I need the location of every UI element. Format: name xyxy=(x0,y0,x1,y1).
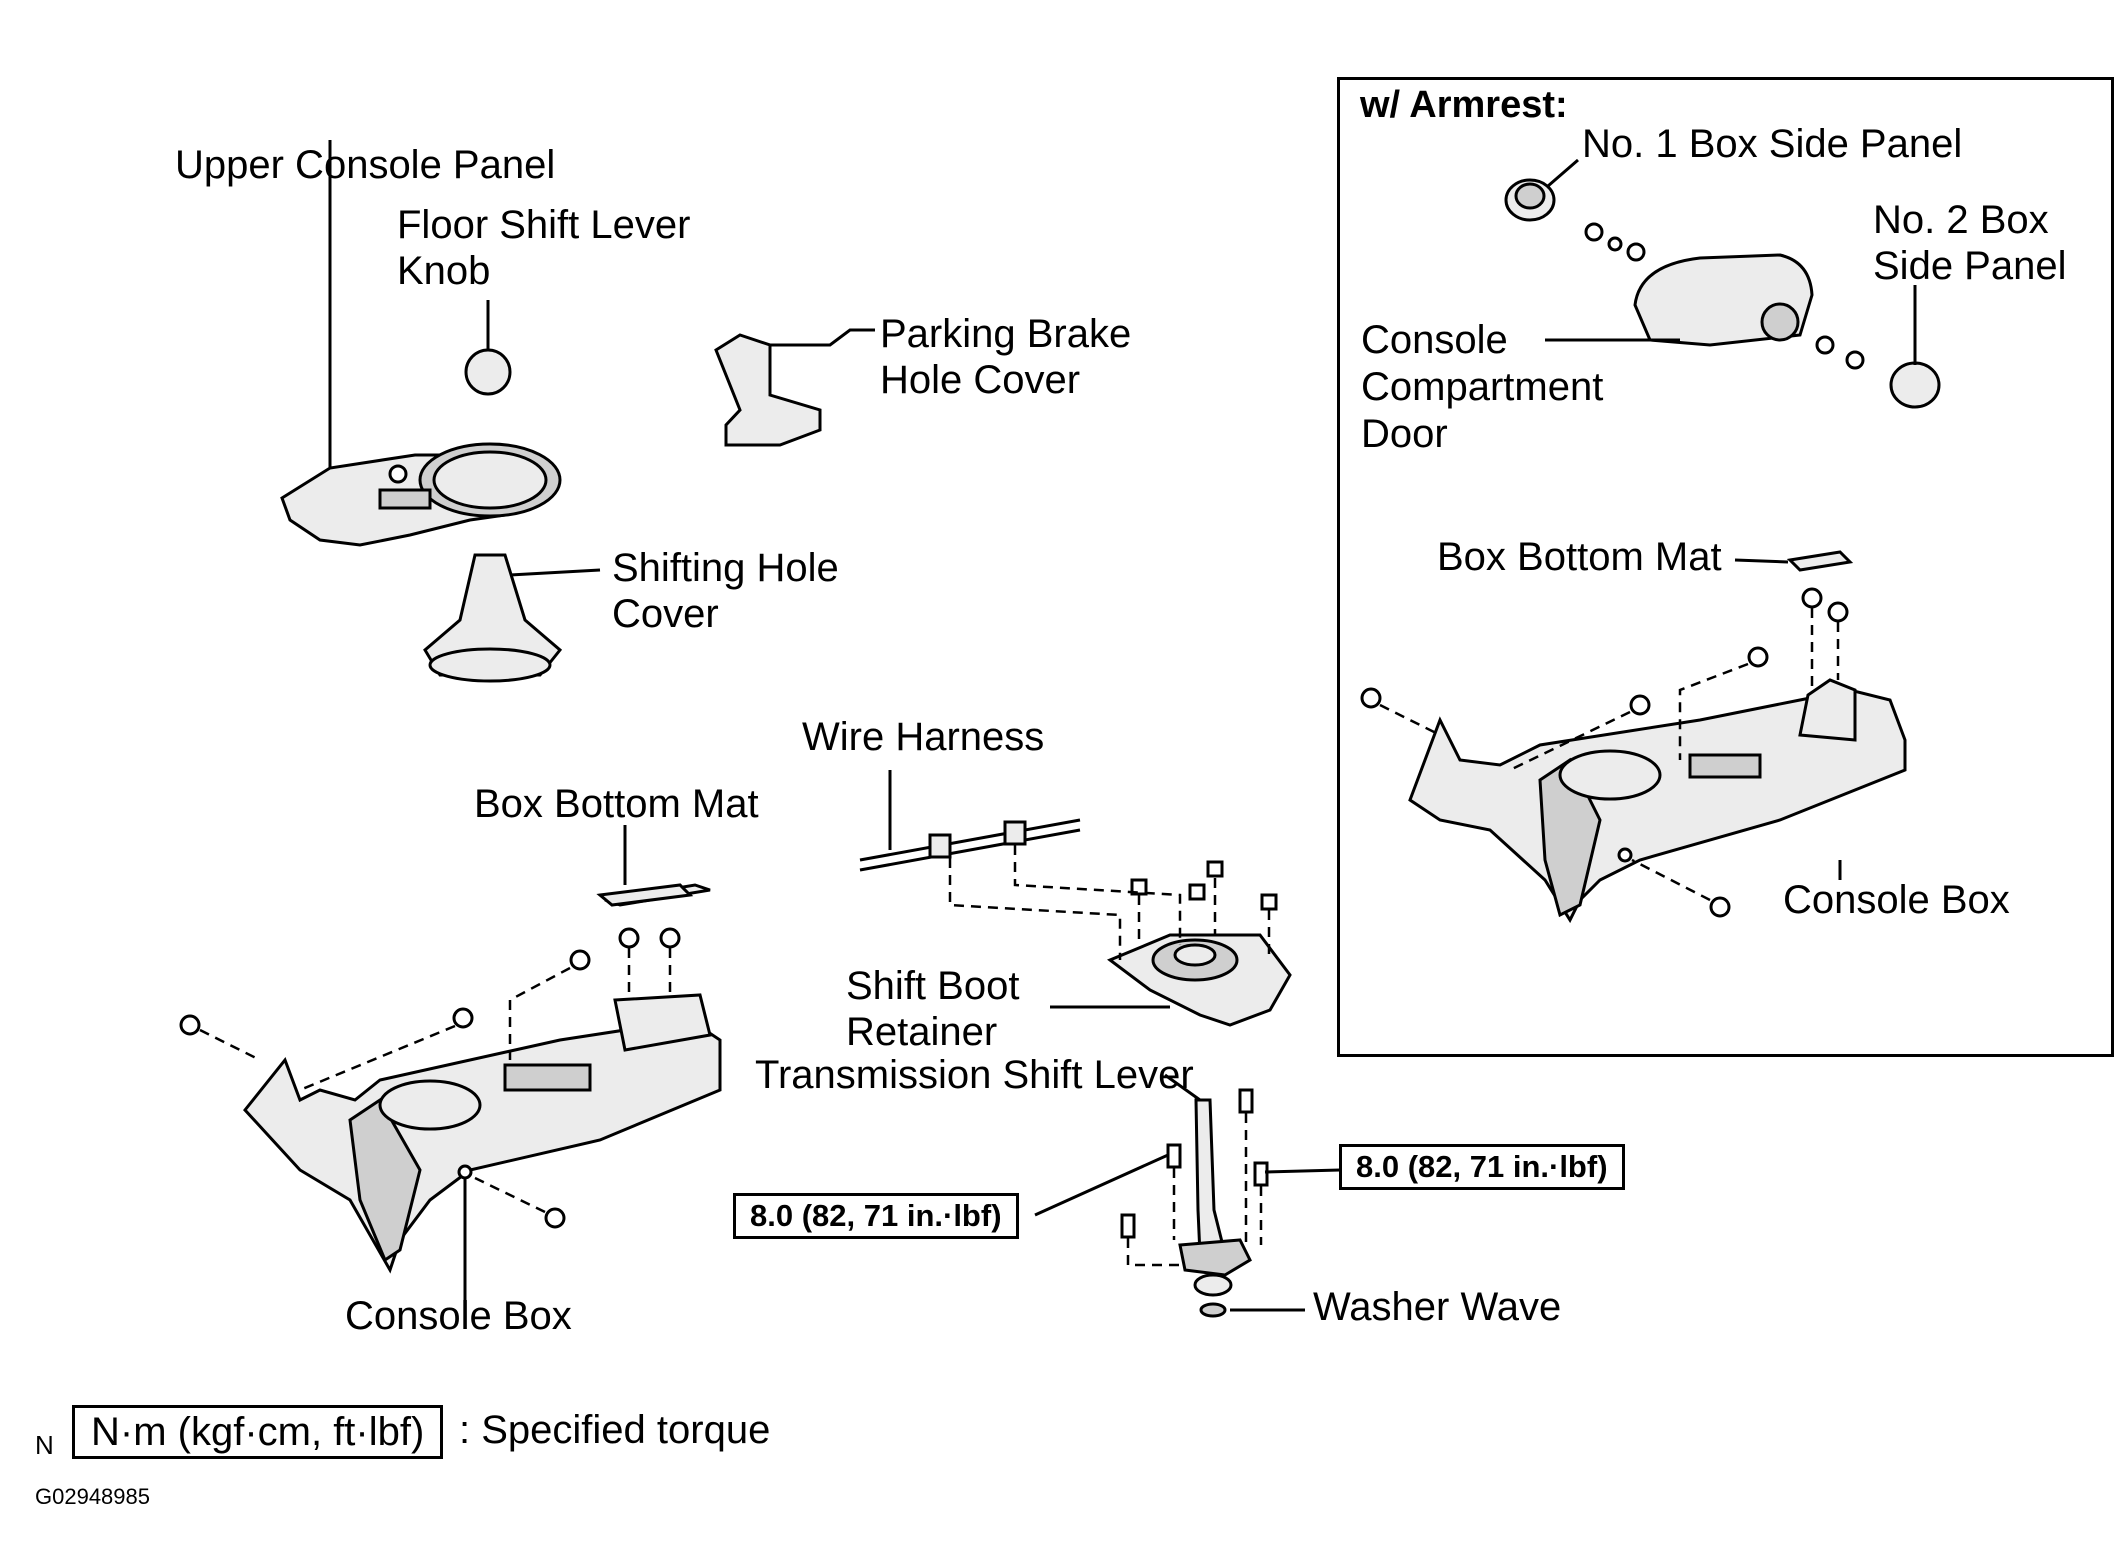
floor-shift-lever-knob-part xyxy=(464,300,512,396)
label-console-compartment-door-line3: Door xyxy=(1361,412,1448,456)
label-inset-box-bottom-mat: Box Bottom Mat xyxy=(1437,535,1722,579)
shifting-hole-cover-part xyxy=(423,553,601,683)
torque-callout-left: 8.0 (82, 71 in.·lbf) xyxy=(733,1193,1019,1239)
upper-console-panel-part xyxy=(280,140,562,547)
label-parking-brake-hole-cover-line2: Hole Cover xyxy=(880,358,1081,402)
inset-console-box-bolts xyxy=(1360,587,1849,918)
label-parking-brake-hole-cover-line1: Parking Brake xyxy=(880,312,1132,356)
legend-text: : Specified torque xyxy=(459,1408,771,1452)
label-no1-box-side-panel: No. 1 Box Side Panel xyxy=(1582,122,1963,166)
box-bottom-mat-main-part xyxy=(596,825,694,907)
inset-no1-box-side-panel-part xyxy=(1504,158,1646,262)
label-shifting-hole-cover-line1: Shifting Hole xyxy=(612,546,839,590)
legend-prefix: N xyxy=(35,1430,54,1460)
inset-console-compartment-door-part xyxy=(1545,253,1941,409)
inset-box-bottom-mat-part xyxy=(1734,550,1854,572)
inset-title: w/ Armrest: xyxy=(1360,84,1568,126)
label-floor-shift-lever-knob-line2: Knob xyxy=(397,249,491,293)
wire-harness-part xyxy=(859,770,1081,872)
torque-callout-right: 8.0 (82, 71 in.·lbf) xyxy=(1339,1144,1625,1190)
label-washer-wave: Washer Wave xyxy=(1313,1285,1562,1329)
transmission-shift-lever-part xyxy=(1164,1073,1305,1318)
label-no2-box-side-panel-line2: Side Panel xyxy=(1873,244,2067,288)
armrest-inset-frame xyxy=(1337,77,2114,1057)
label-wire-harness: Wire Harness xyxy=(802,715,1045,759)
label-shifting-hole-cover-line2: Cover xyxy=(612,592,719,636)
label-no2-box-side-panel-line1: No. 2 Box xyxy=(1873,198,2049,242)
figure-id: G02948985 xyxy=(35,1484,150,1509)
retainer-bolts xyxy=(948,845,1278,960)
label-console-compartment-door-line1: Console xyxy=(1361,318,1508,362)
label-box-bottom-mat: Box Bottom Mat xyxy=(474,782,759,826)
label-console-box: Console Box xyxy=(345,1294,572,1338)
shift-lever-bolts xyxy=(1034,1088,1341,1267)
shift-boot-retainer-part xyxy=(1050,933,1292,1027)
parking-brake-hole-cover-part xyxy=(714,328,875,447)
label-console-compartment-door-line2: Compartment xyxy=(1361,365,1604,409)
legend-unit-box: N·m (kgf·cm, ft·lbf) xyxy=(72,1405,444,1459)
label-floor-shift-lever-knob-line1: Floor Shift Lever xyxy=(397,203,691,247)
label-upper-console-panel: Upper Console Panel xyxy=(175,143,556,187)
inset-console-box-part xyxy=(1408,678,1907,924)
label-inset-console-box: Console Box xyxy=(1783,878,2010,922)
label-shift-boot-retainer-line1: Shift Boot xyxy=(846,964,1020,1008)
label-transmission-shift-lever: Transmission Shift Lever xyxy=(755,1053,1194,1097)
console-box-main-part xyxy=(243,883,722,1305)
label-shift-boot-retainer-line2: Retainer xyxy=(846,1010,998,1054)
console-box-main-bolts xyxy=(179,927,681,1229)
